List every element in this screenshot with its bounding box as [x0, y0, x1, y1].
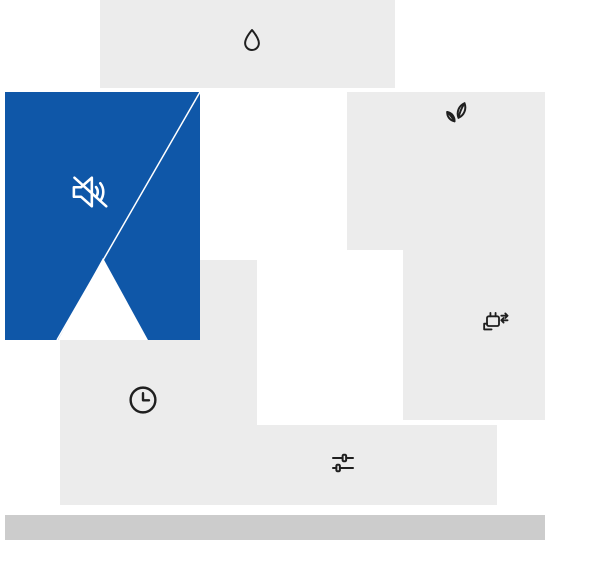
- power-swap-icon: [483, 311, 509, 331]
- tile-power: [403, 250, 545, 420]
- water-drop-icon: [244, 29, 260, 51]
- speaker-mute-icon: [72, 176, 108, 208]
- tile-eco: [347, 92, 545, 250]
- footer-bar: [5, 515, 545, 540]
- tile-water: [100, 0, 395, 88]
- tile-mute: [5, 92, 200, 340]
- leaf-icon: [446, 102, 467, 123]
- blue-banner: [5, 92, 200, 340]
- clock-icon: [129, 386, 157, 414]
- sliders-icon: [332, 453, 354, 473]
